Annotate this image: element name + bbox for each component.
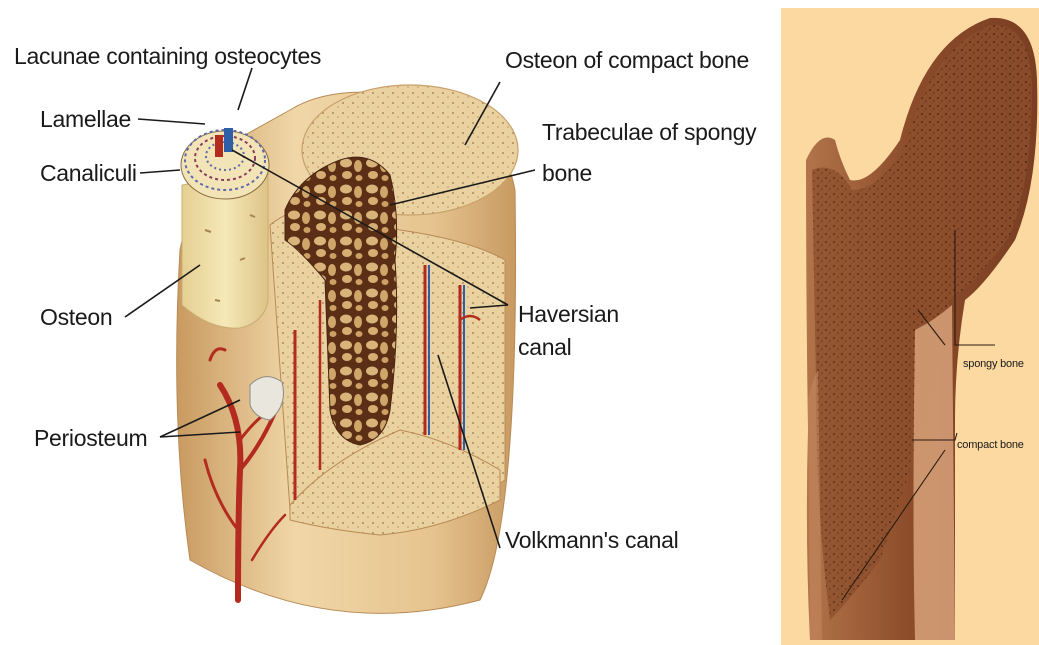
femur-photo: spongy bone compact bone (781, 8, 1039, 645)
label-lamellae: Lamellae (40, 106, 131, 132)
label-compact-bone: compact bone (957, 439, 1024, 451)
label-periosteum: Periosteum (34, 425, 147, 451)
label-lacunae: Lacunae containing osteocytes (14, 43, 321, 69)
osteon-column (181, 128, 269, 328)
label-haversian-line2: canal (518, 334, 572, 360)
label-osteon-compact-bone: Osteon of compact bone (505, 47, 749, 73)
label-canaliculi: Canaliculi (40, 160, 137, 186)
label-spongy-bone: spongy bone (963, 358, 1024, 370)
label-trabeculae-line2: bone (542, 160, 592, 186)
femur-compact-band (914, 305, 956, 640)
label-haversian-line1: Haversian (518, 301, 619, 327)
label-trabeculae-line1: Trabeculae of spongy (542, 119, 757, 145)
bone-section-illustration (177, 85, 518, 613)
label-osteon: Osteon (40, 304, 112, 330)
label-volkmanns-canal: Volkmann's canal (505, 527, 678, 553)
